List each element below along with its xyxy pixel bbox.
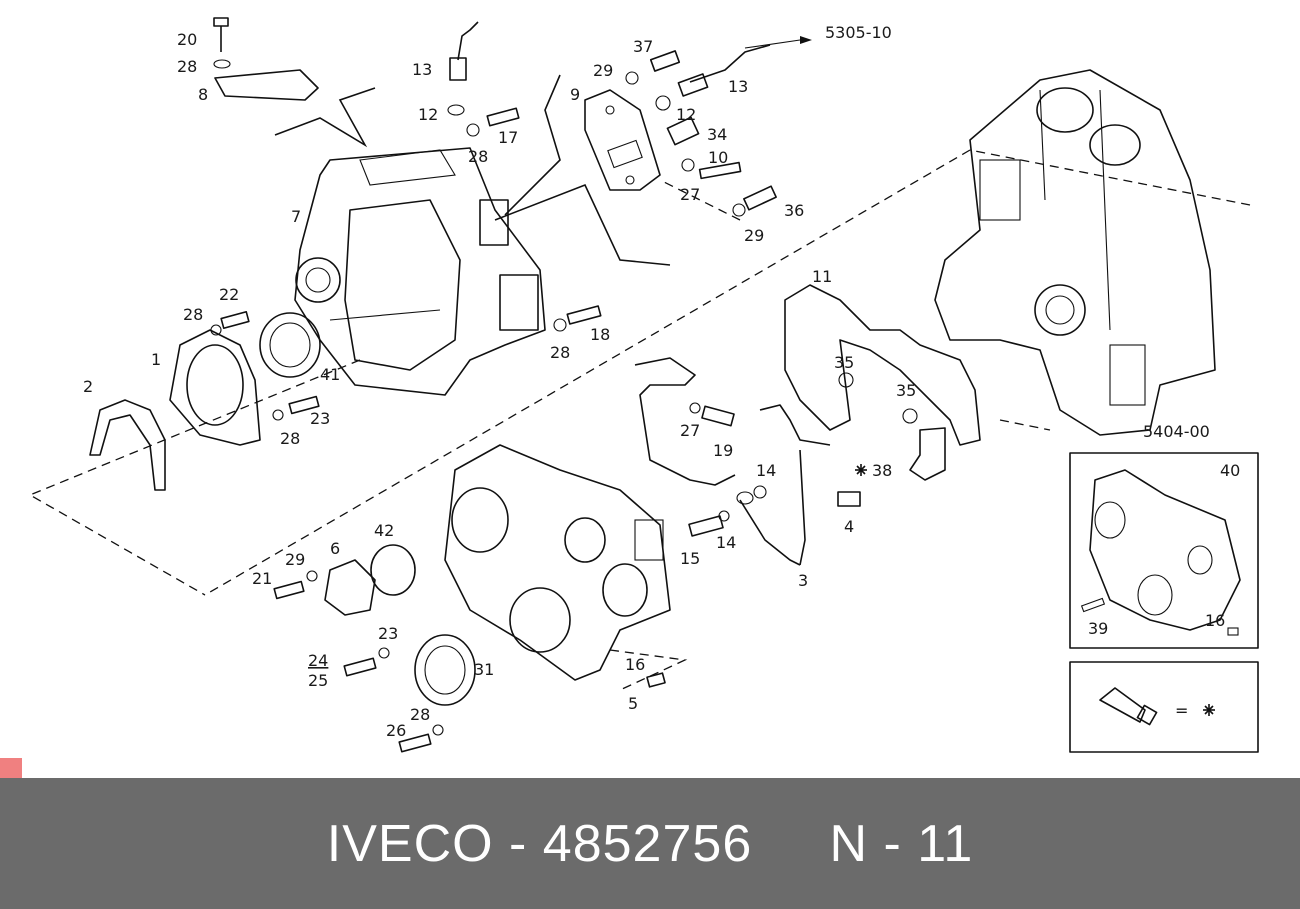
callout-35: 35	[896, 381, 916, 400]
callout-12: 12	[418, 105, 438, 124]
callout-18: 18	[590, 325, 610, 344]
callout-26: 26	[386, 721, 406, 740]
inset-part-40	[1069, 452, 1259, 649]
callout-41: 41	[320, 365, 340, 384]
callout-39: 39	[1088, 619, 1108, 638]
part-1-seal-carrier	[169, 311, 261, 446]
callout-5: 5	[628, 694, 638, 713]
brand-separator: -	[493, 814, 543, 873]
assembly-lines	[28, 149, 1251, 691]
sealant-tube-icon	[1099, 687, 1158, 726]
part-42-o-ring	[370, 544, 416, 596]
callout-10: 10	[708, 148, 728, 167]
callout-16: 16	[1205, 611, 1225, 630]
callout-9: 9	[570, 85, 580, 104]
parts-23-28-bolts	[272, 305, 602, 421]
callout-12: 12	[676, 105, 696, 124]
callout-27: 27	[680, 185, 700, 204]
callout-29: 29	[285, 550, 305, 569]
banner-gap	[752, 814, 829, 874]
reference-5404-00: 5404-00	[1143, 422, 1210, 441]
callout-40: 40	[1220, 461, 1240, 480]
callout-14: 14	[756, 461, 776, 480]
part-7-flywheel-housing	[294, 147, 546, 396]
part-number-banner: IVECO - 4852756 N - 11	[0, 778, 1300, 909]
callout-29: 29	[593, 61, 613, 80]
legend-box	[1069, 661, 1259, 753]
leader-lines	[274, 36, 812, 266]
callout-38: 38	[872, 461, 892, 480]
corner-marker	[0, 758, 22, 778]
callout-28: 28	[550, 343, 570, 362]
callout-37: 37	[633, 37, 653, 56]
callout-6: 6	[330, 539, 340, 558]
callout-36: 36	[784, 201, 804, 220]
callout-16: 16	[625, 655, 645, 674]
callout-7: 7	[291, 207, 301, 226]
callout-1: 1	[151, 350, 161, 369]
part-6-cover	[273, 559, 376, 616]
callout-25: 25	[308, 671, 328, 690]
callout-28: 28	[183, 305, 203, 324]
callout-34: 34	[707, 125, 727, 144]
callout-24: 24	[308, 651, 328, 670]
callout-35: 35	[834, 353, 854, 372]
part-5-timing-cover	[444, 444, 671, 688]
part-31-front-seal	[343, 634, 476, 753]
callout-28: 28	[468, 147, 488, 166]
legend-equals: =	[1175, 701, 1188, 720]
callout-13: 13	[412, 60, 432, 79]
callout-42: 42	[374, 521, 394, 540]
callout-17: 17	[498, 128, 518, 147]
part-number: 4852756	[542, 814, 753, 873]
section-code: N - 11	[829, 814, 974, 873]
part-13-speed-sensor	[447, 21, 520, 137]
callout-23: 23	[378, 624, 398, 643]
exploded-parts-diagram: 20 28 8 13 12 17 28 37 29 9 13 12 34 10 …	[28, 17, 1259, 753]
part-2-gasket	[89, 399, 166, 491]
callout-15: 15	[680, 549, 700, 568]
callout-22: 22	[219, 285, 239, 304]
callout-27: 27	[680, 421, 700, 440]
reference-5305-10: 5305-10	[825, 23, 892, 42]
engine-block-5404-00	[934, 69, 1216, 436]
callout-11: 11	[812, 267, 832, 286]
callout-3: 3	[798, 571, 808, 590]
callout-28: 28	[280, 429, 300, 448]
part-11-gasket	[784, 284, 981, 481]
asterisk-icon	[1203, 704, 1215, 716]
callout-23: 23	[310, 409, 330, 428]
brand-name: IVECO	[326, 814, 494, 873]
callout-28: 28	[177, 57, 197, 76]
callout-4: 4	[844, 517, 854, 536]
callout-14: 14	[716, 533, 736, 552]
callout-28: 28	[410, 705, 430, 724]
part-41-oil-seal	[259, 312, 321, 378]
callout-29: 29	[744, 226, 764, 245]
callout-13: 13	[728, 77, 748, 96]
callout-19: 19	[713, 441, 733, 460]
part-3-oil-pipe	[634, 357, 861, 566]
part-8-cover-plate	[213, 17, 319, 101]
callout-8: 8	[198, 85, 208, 104]
callout-2: 2	[83, 377, 93, 396]
callout-21: 21	[252, 569, 272, 588]
callout-20: 20	[177, 30, 197, 49]
callout-labels: 20 28 8 13 12 17 28 37 29 9 13 12 34 10 …	[83, 23, 1240, 740]
part-9-bracket	[584, 44, 777, 217]
callout-31: 31	[474, 660, 494, 679]
asterisk-icon	[855, 464, 867, 476]
